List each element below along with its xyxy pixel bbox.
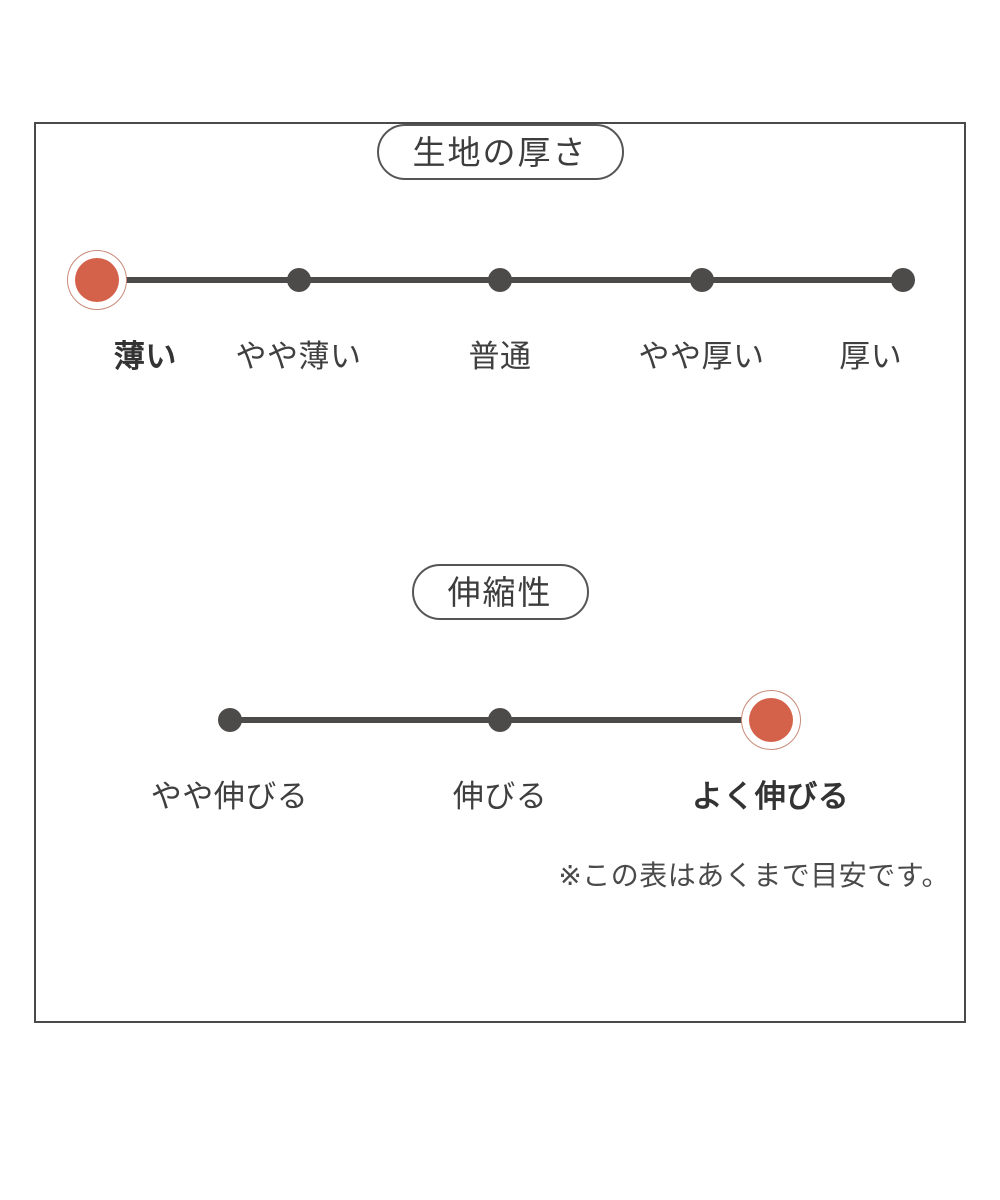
thickness-dot-atsui[interactable] bbox=[891, 268, 915, 292]
thickness-dot-yaya-usui[interactable] bbox=[286, 268, 311, 292]
thickness-label-yaya-usui: やや薄い bbox=[235, 339, 362, 374]
thickness-label-atsui: 厚い bbox=[839, 339, 903, 374]
thickness-scale bbox=[75, 248, 915, 312]
stretch-label-yoku-nobiru: よく伸びる bbox=[691, 779, 850, 814]
stretch-heading-pill: 伸縮性 bbox=[411, 564, 589, 620]
section-stretch: 伸縮性 やや伸びる 伸びる よく伸びる ※この表はあくまで目安です。 bbox=[36, 564, 964, 891]
stretch-dot-yoku-nobiru[interactable] bbox=[748, 698, 793, 742]
fabric-spec-card: 生地の厚さ 薄い やや薄い 普通 やや厚い 厚い 伸縮性 bbox=[34, 122, 966, 1023]
thickness-label-yaya-atsui: やや厚い bbox=[638, 339, 765, 374]
stretch-scale bbox=[217, 688, 793, 752]
stretch-label-nobiru: 伸びる bbox=[452, 779, 548, 814]
thickness-label-usui: 薄い bbox=[113, 339, 177, 374]
stretch-label-yaya-nobiru: やや伸びる bbox=[150, 779, 309, 814]
thickness-dot-futsu[interactable] bbox=[488, 268, 512, 292]
thickness-dot-yaya-atsui[interactable] bbox=[689, 268, 714, 292]
stretch-heading-wrap: 伸縮性 bbox=[36, 564, 964, 620]
thickness-dot-usui[interactable] bbox=[75, 258, 119, 302]
thickness-heading-wrap: 生地の厚さ bbox=[36, 124, 964, 180]
section-thickness: 生地の厚さ 薄い やや薄い 普通 やや厚い 厚い bbox=[36, 124, 964, 380]
thickness-label-futsu: 普通 bbox=[468, 339, 532, 374]
stretch-labels: やや伸びる 伸びる よく伸びる bbox=[151, 774, 849, 820]
thickness-labels: 薄い やや薄い 普通 やや厚い 厚い bbox=[97, 334, 903, 380]
stretch-dot-yaya-nobiru[interactable] bbox=[217, 708, 242, 732]
stretch-dot-nobiru[interactable] bbox=[488, 708, 512, 732]
thickness-heading-pill: 生地の厚さ bbox=[376, 124, 624, 180]
disclaimer-note: ※この表はあくまで目安です。 bbox=[558, 860, 950, 891]
